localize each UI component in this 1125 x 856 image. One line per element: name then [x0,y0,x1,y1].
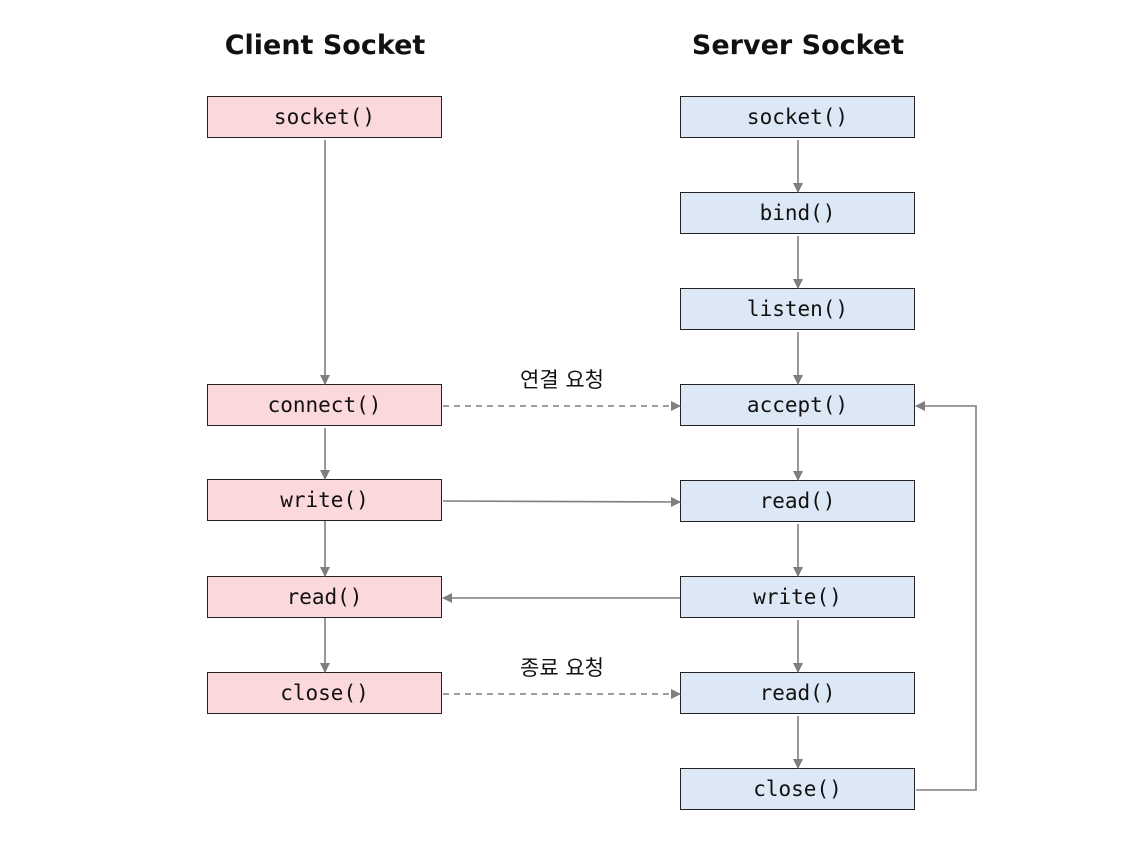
client-write-to-server-read-arrow [442,496,681,507]
server-read-box: read() [680,672,915,714]
server-read-box: read() [680,480,915,522]
server-listen-box: listen() [680,288,915,330]
client-connect-box: connect() [207,384,442,426]
client-socket-title: Client Socket [224,30,426,61]
client-socket-box: socket() [207,96,442,138]
server-accept-box: accept() [680,384,915,426]
client-close-box: close() [207,672,442,714]
server-socket-title: Server Socket [691,30,905,61]
server-loop-back-arrow [915,401,977,791]
client-write-box: write() [207,479,442,521]
server-close-box: close() [680,768,915,810]
client-read-box: read() [207,576,442,618]
server-socket-box: socket() [680,96,915,138]
connect-request-label: 연결 요청 [520,368,604,392]
server-write-box: write() [680,576,915,618]
server-bind-box: bind() [680,192,915,234]
close-request-label: 종료 요청 [520,656,604,680]
